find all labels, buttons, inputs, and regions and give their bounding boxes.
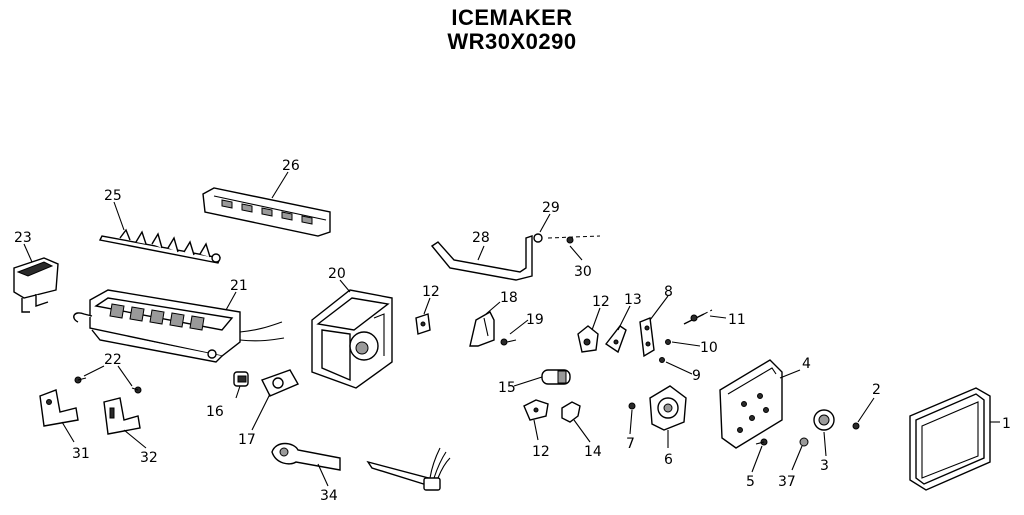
part-20-control-housing: [311, 289, 393, 389]
label-25: 25: [104, 188, 122, 204]
label-22: 22: [104, 352, 122, 368]
title-line-1: ICEMAKER: [451, 5, 573, 30]
part-31-bracket: [39, 389, 79, 427]
label-7: 7: [626, 436, 635, 452]
label-17: 17: [238, 432, 256, 448]
label-16: 16: [206, 404, 224, 420]
label-10: 10: [700, 340, 718, 356]
part-18-bracket: [469, 311, 495, 347]
part-15-valve: [541, 369, 571, 385]
part-13-lever: [604, 325, 627, 354]
part-1-cover: [909, 387, 991, 491]
label-9: 9: [692, 368, 701, 384]
label-26: 26: [282, 158, 300, 174]
label-12-b: 12: [592, 294, 610, 310]
leader-lines: [23, 171, 1000, 487]
label-31: 31: [72, 446, 90, 462]
label-34: 34: [320, 488, 338, 504]
label-12-c: 12: [532, 444, 550, 460]
part-labels: 26 25 23 21 22 31 32 20 16 17 34 12 18 1…: [14, 158, 1011, 504]
part-4-mounting-plate: [719, 359, 783, 449]
part-14-clip: [561, 401, 581, 423]
label-30: 30: [574, 264, 592, 280]
label-37: 37: [778, 474, 796, 490]
part-21-mold-heater: [73, 289, 285, 363]
part-23-fill-cup: [13, 257, 59, 313]
label-13: 13: [624, 292, 642, 308]
part-12-switch-c: [523, 399, 549, 421]
part-6-motor: [649, 385, 687, 431]
part-16-thermostat: [233, 371, 249, 387]
part-8-bracket: [639, 317, 655, 358]
title-line-2: WR30X0290: [447, 29, 577, 54]
label-8: 8: [664, 284, 673, 300]
part-2-screw: [852, 422, 860, 430]
part-22-screws: [74, 376, 142, 394]
part-17-clip: [261, 369, 299, 397]
label-3: 3: [820, 458, 829, 474]
part-26-ejector-cover: [202, 187, 331, 237]
part-7-screw: [628, 402, 636, 410]
part-5-screw: [755, 438, 768, 446]
part-34-harness: [271, 442, 451, 491]
label-15: 15: [498, 380, 516, 396]
label-1: 1: [1002, 416, 1011, 432]
label-2: 2: [872, 382, 881, 398]
part-12-switch-b: [577, 325, 599, 353]
label-20: 20: [328, 266, 346, 282]
label-4: 4: [802, 356, 811, 372]
part-9-screw: [659, 357, 665, 363]
label-21: 21: [230, 278, 248, 294]
part-12-switch-a: [415, 313, 431, 335]
label-5: 5: [746, 474, 755, 490]
label-14: 14: [584, 444, 602, 460]
part-37-nut: [799, 437, 809, 447]
label-12-a: 12: [422, 284, 440, 300]
label-28: 28: [472, 230, 490, 246]
part-3-gear: [813, 409, 835, 431]
part-19-screw: [500, 338, 517, 346]
label-29: 29: [542, 200, 560, 216]
part-32-bracket: [103, 397, 141, 435]
part-25-ejector-blades: [98, 228, 221, 264]
part-30-screw: [547, 235, 601, 244]
label-32: 32: [140, 450, 158, 466]
diagram-title: ICEMAKER WR30X0290: [0, 6, 1024, 54]
label-6: 6: [664, 452, 673, 468]
part-29-spring: [533, 233, 543, 243]
label-18: 18: [500, 290, 518, 306]
label-11: 11: [728, 312, 746, 328]
label-23: 23: [14, 230, 32, 246]
part-10-screw: [665, 339, 671, 345]
part-28-shutoff-arm: [430, 235, 533, 281]
label-19: 19: [526, 312, 544, 328]
part-11-screw: [683, 309, 713, 325]
